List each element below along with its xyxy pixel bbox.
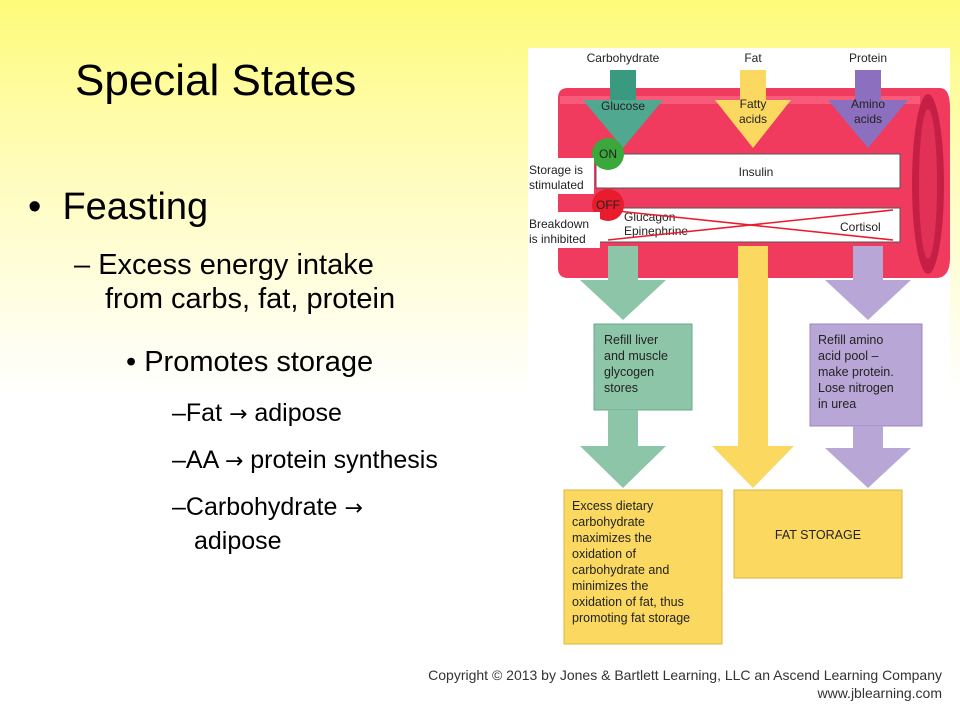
box-fat-storage-label: FAT STORAGE: [775, 528, 861, 542]
label-fatty: Fatty: [740, 97, 767, 111]
carb-arrow-2: [580, 410, 666, 488]
copyright-line1: Copyright © 2013 by Jones & Bartlett Lea…: [428, 667, 942, 683]
sub-bullet-dot: •: [126, 346, 137, 378]
item-dash: –: [172, 399, 186, 427]
metabolism-figure: Carbohydrate Fat Protein Glucose Fatty a…: [528, 48, 950, 652]
right-arrow-icon: →: [224, 449, 244, 474]
header-carbohydrate: Carbohydrate: [587, 51, 660, 65]
box-excess-line: minimizes the: [572, 579, 648, 593]
cross-out-line: [607, 209, 894, 241]
protein-input-arrow: [828, 70, 908, 148]
item-b: protein synthesis: [250, 446, 438, 474]
box-excess-line: promoting fat storage: [572, 611, 690, 625]
item-a: Fat: [185, 399, 223, 427]
box-amino-line: acid pool –: [818, 349, 879, 363]
item-dash: –: [172, 493, 186, 521]
sub-bullet-promotes-text: Promotes storage: [144, 346, 374, 378]
bullet-feasting-text: Feasting: [62, 186, 209, 228]
item-b2: adipose: [194, 527, 282, 555]
item-b: adipose: [254, 399, 342, 427]
item-fat-adipose: –Fat → adipose: [172, 397, 342, 431]
box-amino-line: Lose nitrogen: [818, 381, 894, 395]
box-liver-line: stores: [604, 381, 638, 395]
slide-title: Special States: [75, 56, 357, 105]
sub-dash: –: [74, 249, 91, 281]
box-liver-line: and muscle: [604, 349, 668, 363]
header-fat: Fat: [744, 51, 762, 65]
bullet-dot: •: [28, 186, 42, 228]
fat-input-arrow: [715, 70, 791, 148]
insulin-box: [595, 153, 901, 189]
label-glucose: Glucose: [601, 99, 645, 113]
epinephrine-label: Epinephrine: [624, 224, 688, 238]
box-refill-amino: [809, 323, 923, 427]
box-excess-line: carbohydrate: [572, 515, 645, 529]
item-a: AA: [185, 446, 218, 474]
cortisol-label: Cortisol: [840, 220, 881, 234]
right-arrow-icon: →: [344, 496, 363, 521]
box-refill-liver: [593, 323, 693, 411]
storage-label-1: Storage is: [529, 163, 583, 177]
item-a: Carbohydrate: [185, 493, 338, 521]
storage-label-2: stimulated: [529, 178, 584, 192]
insulin-label: Insulin: [739, 165, 774, 179]
box-liver-line: Refill liver: [604, 333, 658, 347]
sub-bullet-line2: from carbs, fat, protein: [105, 283, 396, 315]
right-arrow-icon: →: [228, 402, 248, 427]
on-label: ON: [599, 147, 617, 161]
item-dash: –: [172, 446, 186, 474]
item-aa-protein: –AA → protein synthesis: [172, 444, 438, 478]
header-protein: Protein: [849, 51, 887, 65]
box-excess-line: Excess dietary: [572, 499, 654, 513]
protein-arrow-2: [825, 426, 911, 488]
bullet-feasting: • Feasting: [28, 186, 208, 229]
sub-bullet-excess-energy: – Excess energy intake from carbs, fat, …: [74, 248, 395, 316]
box-excess-carbohydrate: [563, 489, 723, 645]
label-acids: acids: [739, 112, 767, 126]
carb-arrow-1: [580, 246, 666, 320]
sub-bullet-promotes-storage: • Promotes storage: [126, 346, 373, 379]
label-amino: Amino: [851, 97, 885, 111]
breakdown-label-2: is inhibited: [529, 232, 586, 246]
protein-arrow-1: [825, 246, 911, 320]
box-excess-line: oxidation of fat, thus: [572, 595, 684, 609]
copyright-line2: www.jblearning.com: [817, 685, 943, 701]
fat-arrow-long: [712, 246, 794, 488]
box-amino-line: Refill amino: [818, 333, 883, 347]
sub-bullet-line1: Excess energy intake: [98, 249, 374, 281]
box-amino-line: in urea: [818, 397, 856, 411]
on-indicator: [592, 138, 624, 170]
item-carbohydrate-adipose: –Carbohydrate → adipose: [172, 491, 363, 558]
copyright: Copyright © 2013 by Jones & Bartlett Lea…: [428, 666, 942, 702]
box-amino-line: make protein.: [818, 365, 894, 379]
label-amino-acids: acids: [854, 112, 882, 126]
box-excess-line: oxidation of: [572, 547, 636, 561]
breakdown-label-1: Breakdown: [529, 217, 589, 231]
box-liver-line: glycogen: [604, 365, 654, 379]
box-fat-storage: [733, 489, 903, 579]
off-label: OFF: [596, 198, 620, 212]
box-excess-line: maximizes the: [572, 531, 652, 545]
box-excess-line: carbohydrate and: [572, 563, 669, 577]
